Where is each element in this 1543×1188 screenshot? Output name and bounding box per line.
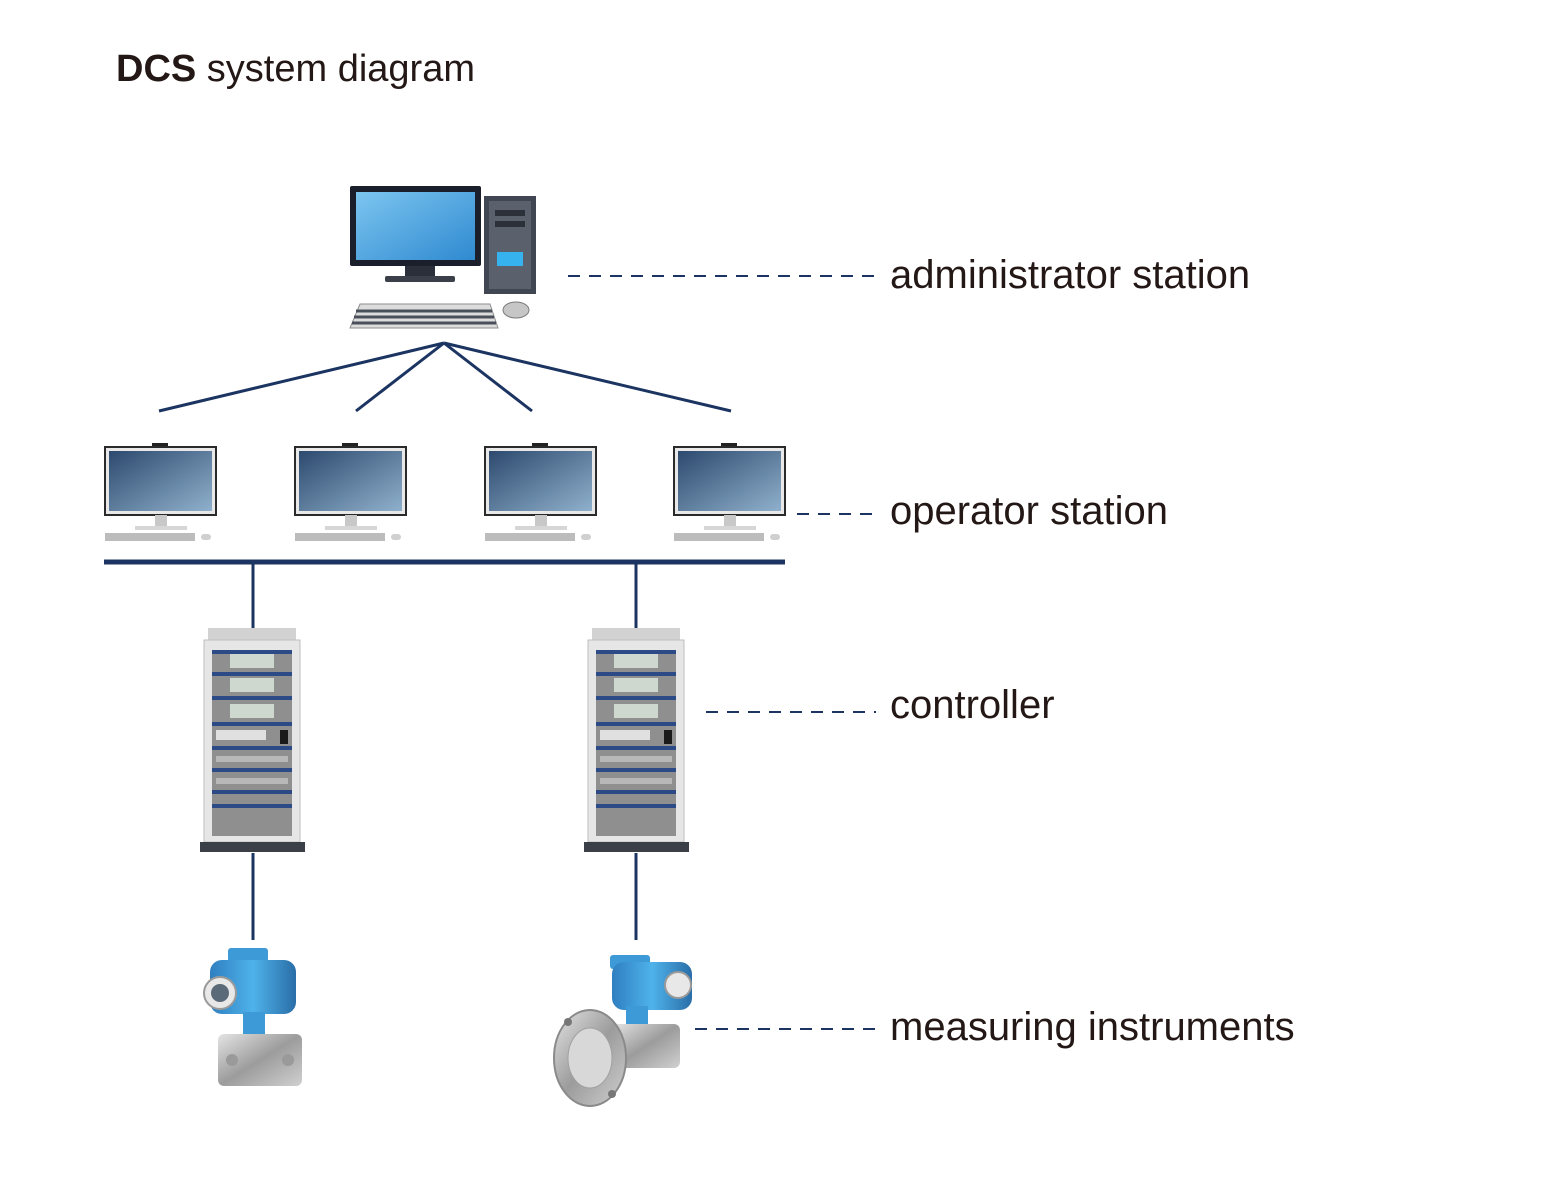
- label-measuring-instruments: measuring instruments: [890, 1005, 1295, 1049]
- controller-cabinet-1: [200, 628, 305, 852]
- title-rest: system diagram: [196, 48, 475, 90]
- title-bold: DCS: [116, 48, 197, 90]
- administrator-station: [349, 186, 536, 329]
- leader-lines: [568, 275, 876, 1030]
- admin-mouse: [502, 301, 530, 319]
- label-operator-station: operator station: [890, 489, 1168, 533]
- admin-tower: [484, 196, 536, 294]
- pressure-transmitter-1: [203, 948, 302, 1086]
- label-controller: controller: [890, 683, 1055, 727]
- controller-cabinet-2: [584, 628, 689, 852]
- admin-monitor: [350, 186, 481, 282]
- label-administrator-station: administrator station: [890, 253, 1251, 297]
- operator-workstation-2: [294, 443, 407, 541]
- operator-workstation-1: [104, 443, 217, 541]
- page-title: DCS system diagram: [116, 44, 475, 94]
- admin-network-links: [158, 341, 732, 413]
- operator-workstation-3: [484, 443, 597, 541]
- operator-workstation-4: [673, 443, 786, 541]
- admin-keyboard: [349, 303, 499, 329]
- pressure-transmitter-2: [553, 955, 692, 1107]
